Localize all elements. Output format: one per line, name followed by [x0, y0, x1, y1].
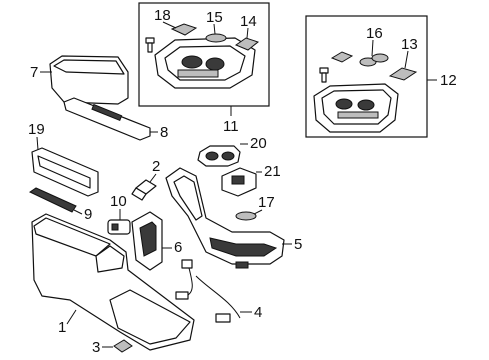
part-17-pad	[235, 211, 257, 221]
callout-17: 17	[258, 194, 275, 211]
callout-20: 20	[250, 135, 267, 152]
callout-3: 3	[92, 339, 100, 356]
callout-11: 11	[223, 118, 239, 135]
callout-19: 19	[28, 121, 45, 138]
callout-14: 14	[240, 13, 257, 30]
callout-21: 21	[264, 163, 281, 180]
callout-13: 13	[401, 36, 418, 53]
part-8-hinge-plate	[63, 97, 151, 141]
callout-15: 15	[206, 9, 223, 26]
part-21-switch	[221, 167, 257, 197]
callout-18: 18	[154, 7, 171, 24]
callout-7: 7	[30, 64, 38, 81]
inset-box-12	[305, 15, 428, 138]
part-10-socket	[107, 219, 131, 235]
part-3-clip	[113, 339, 133, 353]
callout-9: 9	[84, 206, 92, 223]
part-16-pads	[330, 51, 389, 67]
part-15-pad	[205, 33, 227, 43]
part-screw-a	[145, 37, 155, 53]
part-12-tray-assembly	[313, 83, 399, 133]
part-18-insert	[170, 23, 198, 36]
part-screw-b	[319, 67, 329, 83]
part-5-console-frame	[165, 167, 285, 269]
part-9-trim-strip	[28, 187, 77, 213]
part-2-power-outlet	[131, 179, 157, 201]
inset-box-11	[138, 2, 270, 107]
callout-5: 5	[294, 236, 302, 253]
part-1-console-base	[31, 213, 195, 351]
callout-6: 6	[174, 239, 182, 256]
part-14-insert	[234, 37, 260, 51]
callout-4: 4	[254, 304, 262, 321]
callout-16: 16	[366, 25, 383, 42]
part-11-tray-assembly	[154, 37, 256, 89]
part-20-cup-holder	[197, 145, 241, 167]
callout-10: 10	[110, 193, 127, 210]
part-19-storage-bin	[31, 147, 99, 197]
callout-12: 12	[440, 72, 457, 89]
part-4-wire-harness	[175, 259, 241, 323]
part-7-armrest-lid	[49, 55, 129, 105]
callout-1: 1	[58, 319, 66, 336]
part-6-bracket	[131, 211, 163, 271]
part-13-insert	[388, 67, 418, 81]
callout-8: 8	[160, 124, 168, 141]
callout-2: 2	[152, 158, 160, 175]
